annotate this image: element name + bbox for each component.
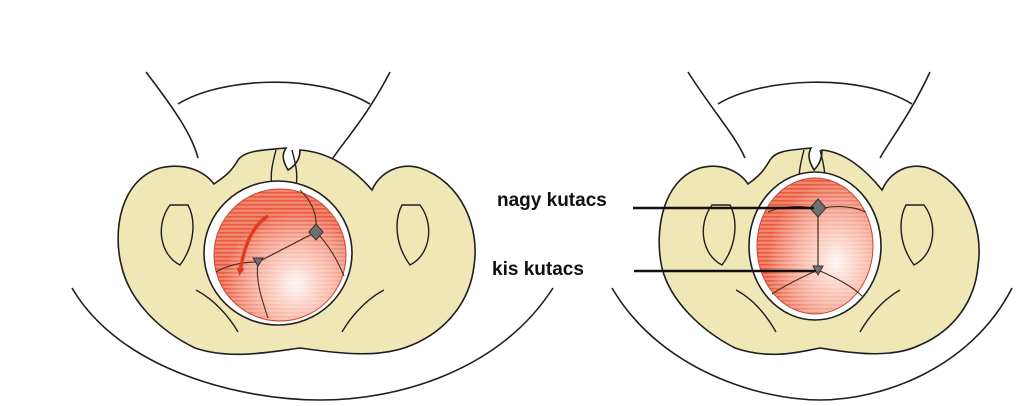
fetal-head xyxy=(756,177,874,315)
posterior-fontanelle-marker xyxy=(252,257,264,267)
anterior-fontanelle-marker xyxy=(308,223,324,241)
thigh-contour xyxy=(687,71,746,159)
sacrum-contour xyxy=(177,81,371,105)
pelvic-detail xyxy=(859,289,901,333)
right-pelvis-view xyxy=(611,71,1013,401)
thigh-contour xyxy=(879,71,931,159)
fetal-head xyxy=(213,188,347,322)
suture xyxy=(256,261,269,319)
anterior-fontanelle-marker xyxy=(809,198,827,218)
sagittal-suture xyxy=(257,231,317,263)
pelvic-detail xyxy=(702,204,736,266)
pelvic-detail xyxy=(396,204,430,266)
label-posterior-fontanelle: kis kutacs xyxy=(492,259,584,280)
thigh-contour xyxy=(332,71,391,159)
callouts: nagy kutacs kis kutacs xyxy=(492,190,816,280)
sacrum-contour xyxy=(717,81,913,105)
body-contour xyxy=(611,287,1013,401)
suture xyxy=(817,269,863,297)
thigh-contour xyxy=(145,71,199,159)
pelvic-detail xyxy=(735,289,777,333)
pelvic-detail xyxy=(900,204,934,266)
suture xyxy=(215,261,259,273)
pelvic-detail xyxy=(160,204,194,266)
body-contour xyxy=(71,287,554,401)
pelvic-detail xyxy=(195,289,239,333)
rotation-arrow xyxy=(236,214,269,276)
label-anterior-fontanelle: nagy kutacs xyxy=(497,190,607,211)
left-pelvis-view xyxy=(71,71,554,401)
pelvic-detail xyxy=(341,289,385,333)
